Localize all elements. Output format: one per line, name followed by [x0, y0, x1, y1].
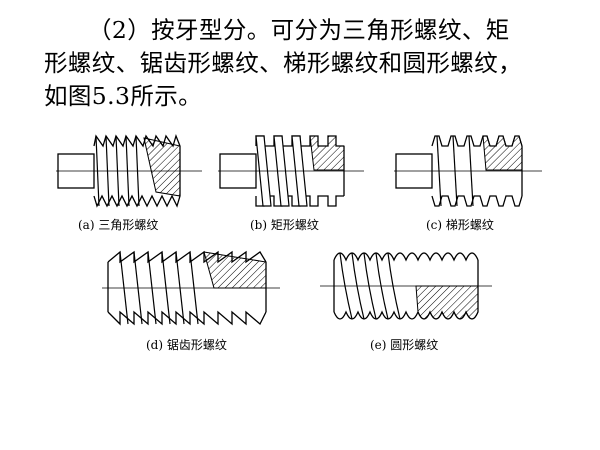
figure-trapezoidal-thread: [394, 135, 542, 207]
figure-buttress-thread: [102, 250, 280, 326]
paragraph-line-2: 形螺纹、锯齿形螺纹、梯形螺纹和圆形螺纹，: [44, 49, 522, 77]
caption-e: (e) 圆形螺纹: [370, 338, 439, 352]
figure-rectangular-thread: [218, 135, 364, 207]
paragraph-line-3: 如图5.3所示。: [44, 82, 203, 110]
figure-round-thread: [320, 252, 492, 320]
caption-a: (a) 三角形螺纹: [78, 218, 159, 232]
paragraph-line-1: （2）按牙型分。可分为三角形螺纹、矩: [88, 16, 510, 44]
figure-triangular-thread: [56, 134, 202, 208]
caption-b: (b) 矩形螺纹: [250, 218, 319, 232]
body-paragraph: （2）按牙型分。可分为三角形螺纹、矩 形螺纹、锯齿形螺纹、梯形螺纹和圆形螺纹， …: [44, 14, 584, 113]
caption-d: (d) 锯齿形螺纹: [146, 338, 227, 352]
caption-c: (c) 梯形螺纹: [426, 218, 494, 232]
